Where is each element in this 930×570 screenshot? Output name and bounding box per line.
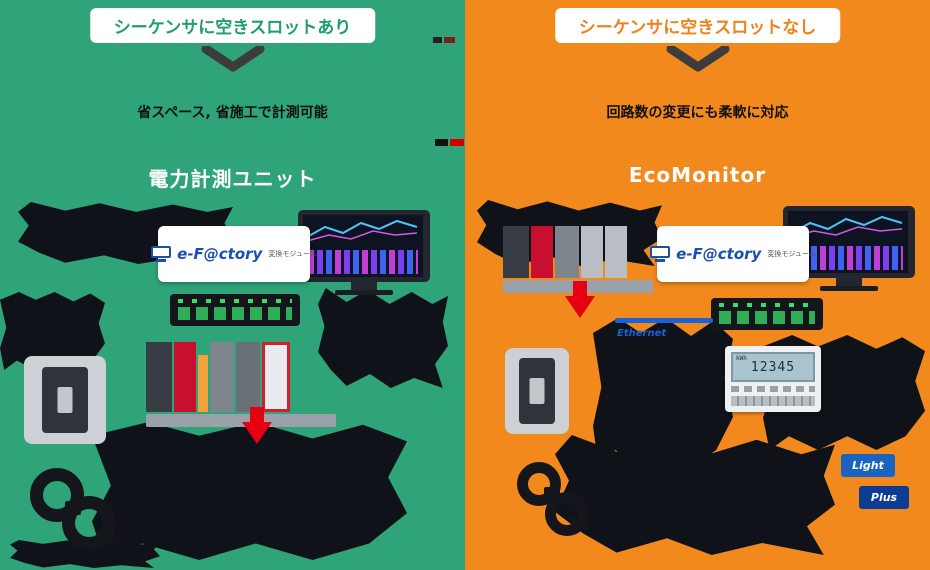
plc-modules (503, 226, 653, 278)
lcd-unit-label: kWh (736, 355, 747, 362)
efactory-icon-screen (151, 246, 172, 258)
plc-io-module (605, 226, 627, 278)
right-title: EcoMonitor (628, 163, 767, 187)
efactory-sub-label: 変換モジュール (767, 250, 816, 258)
screen-bar-chart (793, 246, 903, 270)
efactory-logo: e-F@ctory (676, 245, 762, 263)
plc-sequencer (146, 342, 336, 427)
right-badge: シーケンサに空きスロットなし (554, 8, 841, 43)
plc-inserted-card (198, 354, 208, 412)
screen-bar-chart (308, 250, 418, 274)
crop-artifact (444, 37, 455, 43)
plc-cpu-module (503, 226, 529, 278)
ecomonitor-device: kWh 12345 (725, 346, 821, 412)
monitor-with-charts (298, 210, 430, 295)
breaker-toggle (57, 387, 73, 413)
efactory-computer-icon (650, 246, 671, 262)
monitor-base (335, 290, 393, 295)
monitor-bezel (298, 210, 430, 282)
ethernet-cable (615, 318, 713, 323)
ecomonitor-terminals (731, 396, 815, 406)
silhouette-blob (92, 422, 407, 560)
monitor-base (820, 286, 878, 291)
plc-modules (146, 342, 336, 412)
efactory-icon-stand (655, 259, 666, 262)
ecomonitor-light-chip: Light (841, 454, 895, 477)
plc-sequencer (503, 226, 653, 293)
screen-line-chart (791, 215, 903, 238)
left-title: 電力計測ユニット (148, 167, 317, 191)
switch-leds (719, 303, 815, 307)
current-transformer-icon (545, 492, 589, 536)
silhouette-blob (318, 288, 448, 388)
left-illustration: e-F@ctory 変換モジュール (0, 200, 465, 570)
panel-sequencer-slot-unavailable: シーケンサに空きスロットなし 回路数の変更にも柔軟に対応 EcoMonitor (465, 0, 930, 570)
right-subtitle: 回路数の変更にも柔軟に対応 (606, 105, 789, 121)
efactory-sub-label: 変換モジュール (268, 250, 317, 258)
plc-io-module (581, 226, 603, 278)
breaker-toggle (529, 378, 545, 404)
network-switch (711, 298, 823, 330)
plc-power-module (174, 342, 196, 412)
red-arrow-icon (242, 407, 272, 444)
plc-cpu-module (146, 342, 172, 412)
silhouette-blob (555, 435, 835, 555)
ecomonitor-buttons (731, 386, 815, 392)
monitor-screen (788, 211, 908, 273)
plc-io-module (236, 342, 260, 412)
left-subtitle: 省スペース, 省施工で計測可能 (137, 105, 328, 121)
plc-io-module (210, 342, 234, 412)
efactory-computer-icon (151, 246, 172, 262)
ecomonitor-plus-chip: Plus (859, 486, 909, 509)
ecomonitor-lcd: kWh 12345 (731, 352, 815, 382)
right-illustration: e-F@ctory 変換モジュール (465, 200, 930, 570)
lcd-value: 12345 (750, 359, 796, 375)
chevron-down-icon (201, 44, 265, 76)
circuit-breaker (24, 356, 106, 444)
efactory-icon-stand (156, 259, 167, 262)
efactory-card: e-F@ctory 変換モジュール (650, 226, 816, 282)
monitor-screen (303, 215, 423, 277)
crop-artifact (450, 139, 464, 146)
network-switch (170, 294, 300, 326)
chevron-down-icon (666, 44, 730, 76)
switch-leds (178, 299, 292, 303)
panel-sequencer-slot-available: シーケンサに空きスロットあり 省スペース, 省施工で計測可能 電力計測ユニット (0, 0, 465, 570)
plc-base-unit (146, 414, 336, 427)
switch-ports (719, 311, 815, 324)
switch-ports (178, 307, 292, 320)
screen-line-chart (306, 219, 418, 242)
red-arrow-icon (565, 281, 595, 318)
plc-power-module (531, 226, 553, 278)
crop-artifact (433, 37, 442, 43)
efactory-logo: e-F@ctory (177, 245, 263, 263)
efactory-icon-screen (650, 246, 671, 258)
left-badge: シーケンサに空きスロットあり (89, 8, 376, 43)
monitor-stand (351, 282, 377, 290)
plc-io-module (555, 226, 579, 278)
crop-artifact (435, 139, 448, 146)
ethernet-label: Ethernet (617, 328, 667, 339)
efactory-card: e-F@ctory 変換モジュール (151, 226, 317, 282)
current-transformer-icon (62, 496, 116, 550)
circuit-breaker (505, 348, 569, 434)
power-measuring-unit-module (262, 342, 290, 412)
monitor-stand (836, 278, 862, 286)
